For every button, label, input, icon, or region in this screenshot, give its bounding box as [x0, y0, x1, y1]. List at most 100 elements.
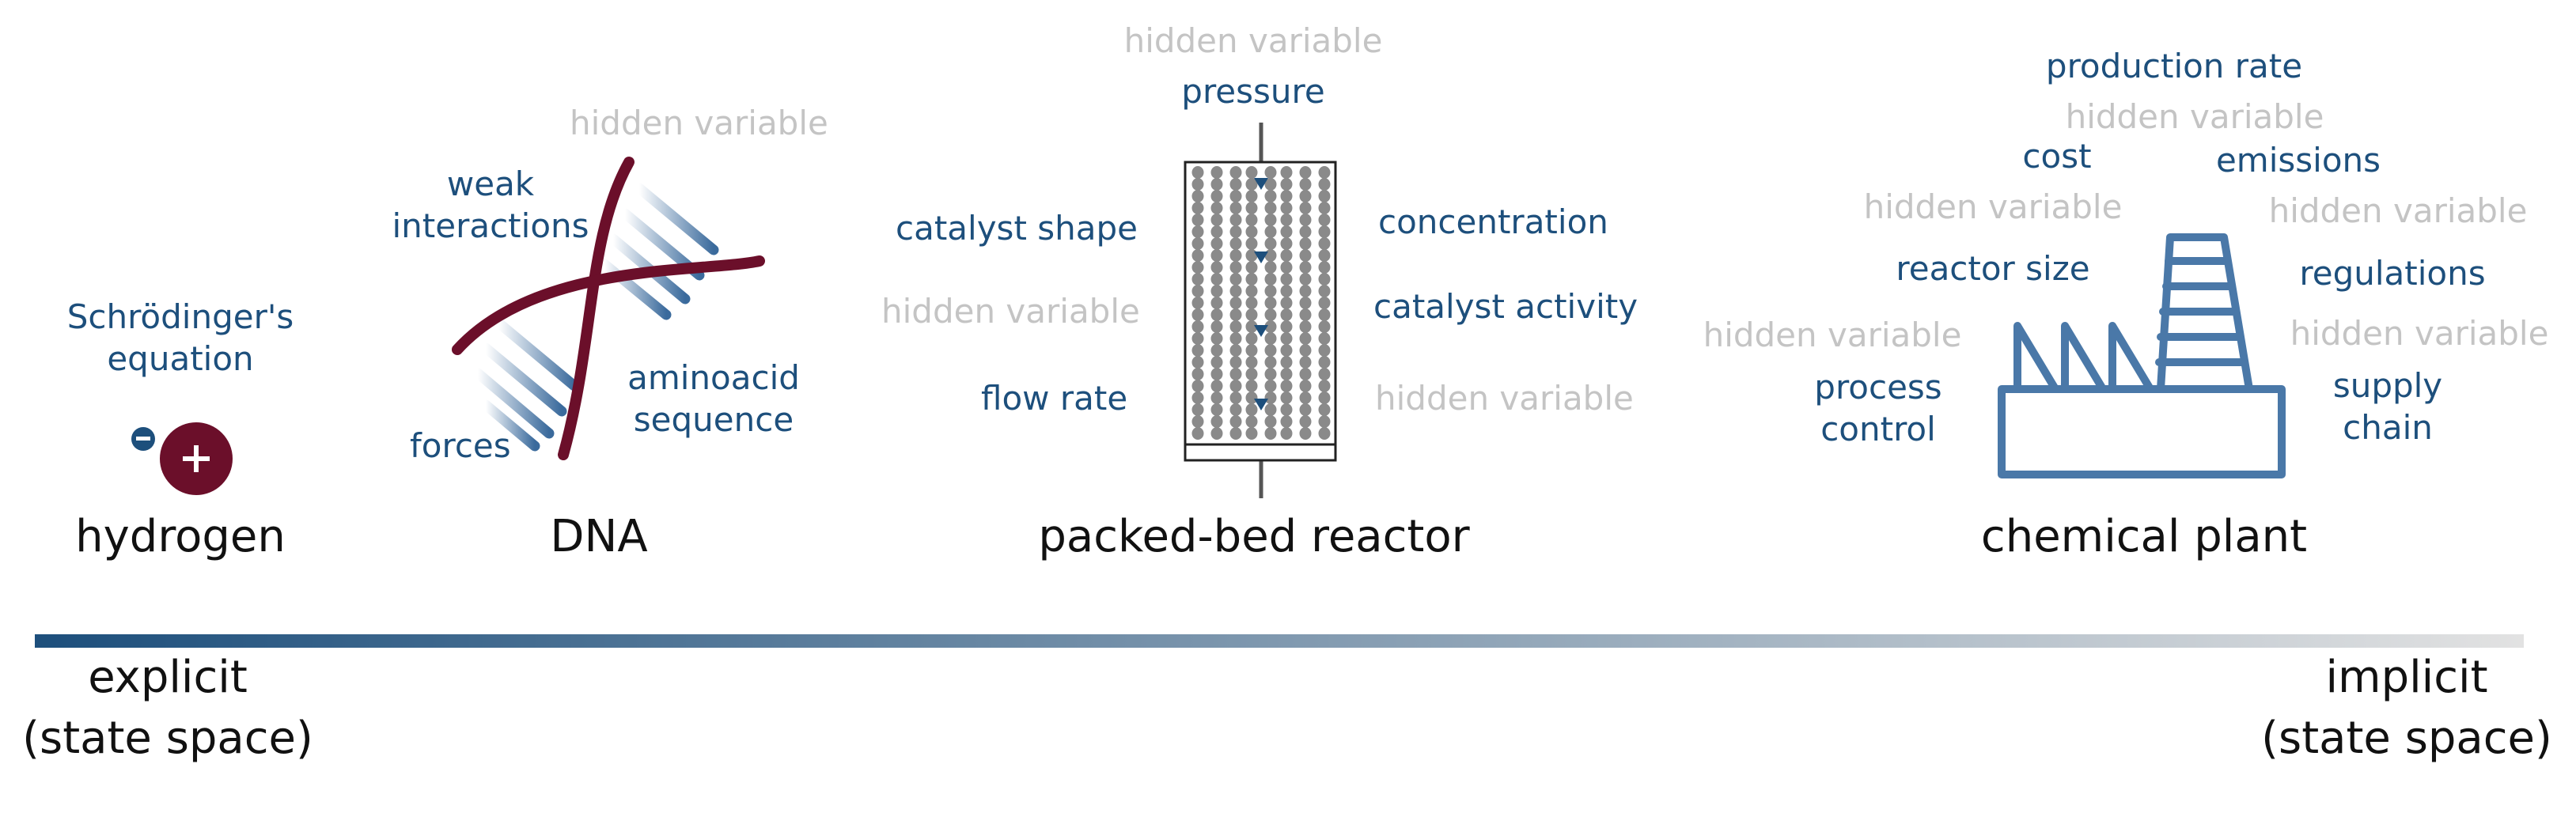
catalyst-pellet — [1299, 273, 1312, 286]
catalyst-pellet — [1280, 427, 1293, 440]
packed-bed-reactor-icon — [1184, 123, 1337, 498]
catalyst-pellet — [1280, 214, 1293, 226]
scale-implicit-label: implicit(state space) — [2261, 652, 2552, 765]
reactor-hidden-variable-top-label: hidden variable — [1123, 21, 1383, 60]
catalyst-pellet — [1229, 166, 1242, 179]
catalyst-pellet — [1229, 320, 1242, 333]
reactor-hidden-variable-left-label: hidden variable — [881, 292, 1140, 331]
catalyst-pellet — [1245, 391, 1258, 404]
catalyst-pellet — [1210, 427, 1223, 440]
catalyst-pellet — [1229, 368, 1242, 380]
catalyst-pellet — [1245, 202, 1258, 214]
catalyst-pellet — [1264, 356, 1277, 369]
catalyst-pellet — [1191, 202, 1204, 214]
catalyst-pellet — [1299, 190, 1312, 202]
scale-explicit-label: explicit(state space) — [22, 652, 313, 765]
catalyst-pellet — [1229, 249, 1242, 262]
catalyst-pellet — [1299, 285, 1312, 297]
catalyst-pellet — [1245, 380, 1258, 392]
catalyst-pellet — [1245, 249, 1258, 262]
catalyst-pellet — [1299, 380, 1312, 392]
catalyst-pellet — [1280, 178, 1293, 191]
catalyst-pellet — [1210, 297, 1223, 309]
catalyst-pellet — [1191, 320, 1204, 333]
catalyst-pellet — [1191, 332, 1204, 345]
catalyst-pellet — [1245, 261, 1258, 274]
catalyst-pellet — [1299, 166, 1312, 179]
catalyst-pellet — [1264, 344, 1277, 357]
reactor-concentration-label: concentration — [1378, 202, 1608, 241]
catalyst-pellet — [1318, 166, 1331, 179]
catalyst-pellet — [1245, 403, 1258, 416]
catalyst-pellet — [1299, 356, 1312, 369]
catalyst-pellet — [1245, 332, 1258, 345]
reactor-pressure-label: pressure — [1181, 72, 1325, 111]
catalyst-pellet — [1264, 415, 1277, 428]
catalyst-pellet — [1210, 202, 1223, 214]
plant-emissions-label: emissions — [2215, 141, 2381, 180]
catalyst-pellet — [1229, 261, 1242, 274]
dna-helix-icon — [452, 157, 765, 460]
catalyst-pellet — [1299, 261, 1312, 274]
catalyst-pellet — [1191, 285, 1204, 297]
catalyst-pellet — [1229, 415, 1242, 428]
reactor-title: packed-bed reactor — [1038, 511, 1470, 562]
catalyst-pellet — [1245, 214, 1258, 226]
catalyst-pellet — [1318, 178, 1331, 191]
catalyst-pellet — [1210, 380, 1223, 392]
catalyst-pellet — [1280, 249, 1293, 262]
dna-title: DNA — [550, 511, 648, 562]
catalyst-pellet — [1191, 237, 1204, 250]
catalyst-pellet — [1210, 249, 1223, 262]
catalyst-pellet — [1299, 415, 1312, 428]
catalyst-pellet — [1210, 415, 1223, 428]
catalyst-pellet — [1191, 380, 1204, 392]
catalyst-pellet — [1264, 237, 1277, 250]
catalyst-pellet — [1264, 261, 1277, 274]
catalyst-pellet — [1245, 166, 1258, 179]
catalyst-pellet — [1229, 237, 1242, 250]
catalyst-pellet — [1229, 380, 1242, 392]
catalyst-pellet — [1210, 225, 1223, 238]
reactor-catalyst-activity-label: catalyst activity — [1373, 287, 1638, 326]
catalyst-pellet — [1229, 356, 1242, 369]
catalyst-pellet — [1280, 166, 1293, 179]
catalyst-pellet — [1318, 214, 1331, 226]
catalyst-pellet — [1191, 214, 1204, 226]
plant-title: chemical plant — [1980, 511, 2308, 562]
catalyst-pellet — [1264, 332, 1277, 345]
catalyst-pellet — [1299, 308, 1312, 321]
catalyst-pellet — [1318, 273, 1331, 286]
catalyst-pellet — [1191, 427, 1204, 440]
catalyst-pellet — [1280, 190, 1293, 202]
plant-reactor-size-label: reactor size — [1896, 249, 2090, 288]
catalyst-pellet — [1264, 166, 1277, 179]
catalyst-pellet — [1191, 261, 1204, 274]
catalyst-pellet — [1280, 380, 1293, 392]
catalyst-pellet — [1299, 391, 1312, 404]
catalyst-pellet — [1264, 368, 1277, 380]
catalyst-pellet — [1245, 190, 1258, 202]
catalyst-pellet — [1299, 202, 1312, 214]
catalyst-pellet — [1318, 380, 1331, 392]
catalyst-pellet — [1318, 190, 1331, 202]
reactor-catalyst-shape-label: catalyst shape — [896, 209, 1138, 248]
catalyst-pellet — [1318, 308, 1331, 321]
catalyst-pellet — [1280, 202, 1293, 214]
catalyst-pellet — [1191, 308, 1204, 321]
catalyst-pellet — [1299, 403, 1312, 416]
catalyst-pellet — [1229, 202, 1242, 214]
catalyst-pellet — [1264, 391, 1277, 404]
catalyst-pellet — [1210, 356, 1223, 369]
catalyst-pellet — [1318, 332, 1331, 345]
catalyst-pellet — [1280, 297, 1293, 309]
plant-hidden-variable-top-label: hidden variable — [2065, 97, 2324, 136]
catalyst-pellet — [1245, 285, 1258, 297]
hydrogen-atom-icon — [131, 422, 233, 495]
catalyst-pellet — [1299, 249, 1312, 262]
catalyst-pellet — [1264, 178, 1277, 191]
catalyst-pellet — [1229, 403, 1242, 416]
